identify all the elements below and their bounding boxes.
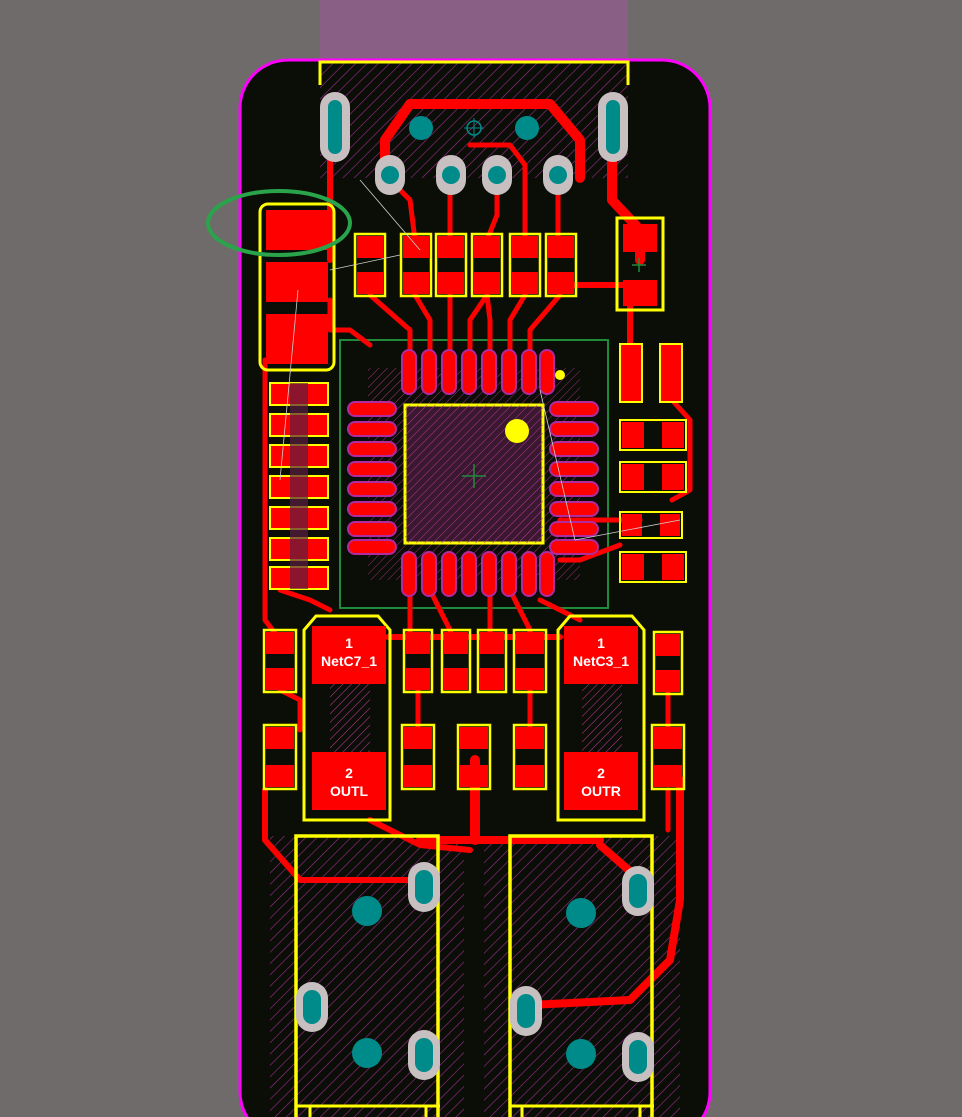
resistor-low-5[interactable] [650,723,686,791]
c7-pin1-number: 1 [345,635,353,651]
lower-resistors-row [262,723,686,791]
capacitor-c7[interactable]: 1 NetC7_1 2 OUTL [302,614,392,822]
capacitor-top-right[interactable] [615,216,665,312]
cap-mid-3[interactable] [476,628,508,694]
cap-mid-1[interactable] [402,628,434,694]
resistor-low-2[interactable] [400,723,436,791]
ic-pin1-marker [505,419,529,443]
resistor-right-2[interactable] [619,419,687,451]
resistor-right-3[interactable] [619,461,687,493]
ic-pins-bottom [401,551,555,597]
resistor-right-5[interactable] [619,551,687,583]
resistor-low-3[interactable] [456,723,492,791]
resistor-r3[interactable] [434,232,468,298]
top-resistor-row [353,216,665,312]
usb-connector [318,60,630,195]
jack-bottom-edge-marks [296,1104,654,1117]
audio-jack-left[interactable] [294,834,440,1117]
resistor-right-1[interactable] [619,343,683,403]
ratsnest-lines [279,179,681,541]
cap-mid-2[interactable] [440,628,472,694]
c3-pin1-net: NetC3_1 [573,653,629,669]
left-component-stack [269,382,329,590]
resistor-right-4[interactable] [619,511,683,539]
c7-pin2-number: 2 [345,765,353,781]
c3-pin1-number: 1 [597,635,605,651]
cap-left-small[interactable] [262,628,298,694]
cap-right-small[interactable] [652,630,684,696]
resistor-tall-left[interactable] [258,202,336,372]
ic-pins-top [401,349,555,395]
resistor-r6[interactable] [544,232,578,298]
audio-jack-right[interactable] [508,834,654,1117]
resistor-r2[interactable] [399,232,433,298]
c3-pin2-number: 2 [597,765,605,781]
ic-keepout-outline [339,339,609,609]
c3-pin2-net: OUTR [581,783,621,799]
middle-caps-row [262,628,684,696]
ic-pin1-dot [555,370,565,380]
annotation-ellipse [206,189,352,257]
capacitor-c3[interactable]: 1 NetC3_1 2 OUTR [556,614,646,822]
resistor-r4[interactable] [470,232,504,298]
resistor-r5[interactable] [508,232,542,298]
resistor-r1[interactable] [353,232,387,298]
resistor-low-1[interactable] [262,723,298,791]
cap-mid-4[interactable] [512,628,548,694]
resistor-low-4[interactable] [512,723,548,791]
c7-pin1-net: NetC7_1 [321,653,377,669]
usb-connector-body [320,0,628,60]
c7-pin2-net: OUTL [330,783,369,799]
qfn-ic[interactable] [347,349,599,597]
right-component-stack [619,343,687,583]
ic-pins-left [347,401,397,555]
ic-pins-right [549,401,599,555]
